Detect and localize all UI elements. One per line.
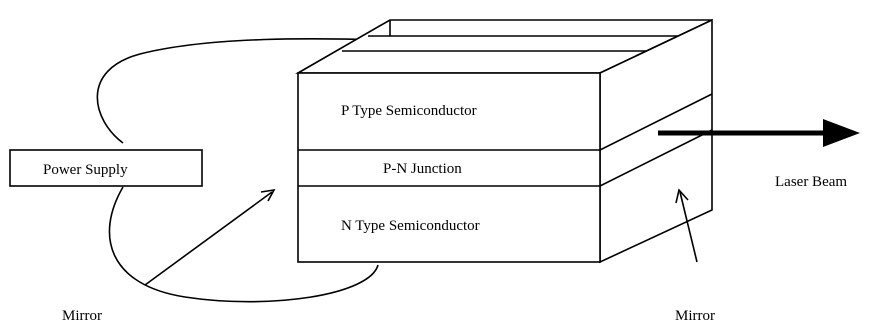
pn-junction-label: P-N Junction — [383, 161, 462, 177]
p-type-label: P Type Semiconductor — [341, 103, 477, 119]
laser-beam-label: Laser Beam — [775, 174, 847, 190]
block-front-face — [297, 72, 601, 263]
power-supply-label: Power Supply — [43, 162, 128, 178]
power-supply: Power Supply — [9, 149, 203, 187]
mirror-left-pointer — [144, 188, 276, 286]
laser-beam-arrow — [658, 119, 860, 147]
n-type-label: N Type Semiconductor — [341, 218, 480, 234]
mirror-right-pointer — [675, 188, 698, 263]
mirror-right-label: Mirror — [675, 308, 715, 324]
mirror-left-label: Mirror — [62, 308, 102, 324]
power-supply-wire-lower — [108, 186, 379, 303]
power-supply-box — [9, 149, 203, 187]
power-supply-wire — [96, 37, 389, 144]
front-face-outline — [297, 72, 601, 263]
